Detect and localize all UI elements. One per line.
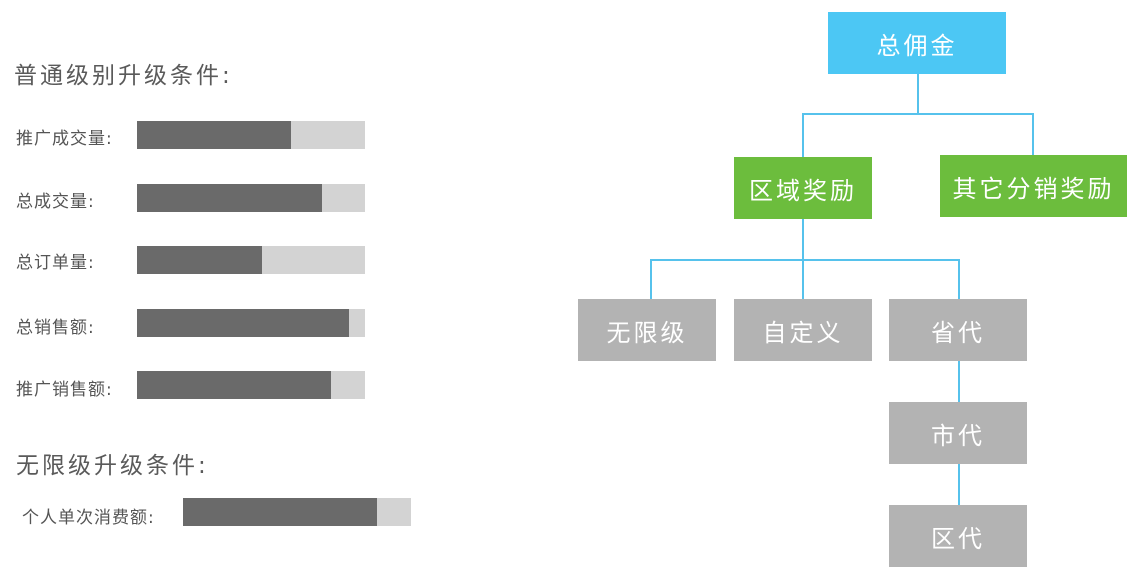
node-district-agent: 区代 [889, 505, 1027, 567]
connector-level1-horizontal [802, 113, 1034, 115]
row-label-total-orders: 总订单量: [16, 253, 95, 273]
progress-bar-promo-volume [137, 121, 365, 149]
progress-fill [137, 371, 331, 399]
connector-level2-horizontal [650, 259, 960, 261]
connector-city-district [958, 464, 960, 505]
progress-fill [183, 498, 377, 526]
progress-bar-total-sales [137, 309, 365, 337]
node-other-distribution-reward: 其它分销奖励 [940, 155, 1127, 217]
row-label-single-spend: 个人单次消费额: [22, 508, 155, 528]
progress-bar-total-volume [137, 184, 365, 212]
connector-root-down [917, 74, 919, 114]
node-regional-reward: 区域奖励 [734, 157, 872, 219]
connector-to-unlimited [650, 259, 652, 299]
unlimited-upgrade-title: 无限级升级条件: [16, 453, 209, 479]
connector-to-regional [802, 113, 804, 158]
node-province-agent: 省代 [889, 299, 1027, 361]
connector-to-other [1032, 113, 1034, 156]
node-city-agent: 市代 [889, 402, 1027, 464]
connector-to-province [958, 259, 960, 299]
normal-upgrade-title: 普通级别升级条件: [14, 63, 233, 89]
progress-fill [137, 309, 350, 337]
progress-bar-promo-sales [137, 371, 365, 399]
row-label-total-sales: 总销售额: [16, 318, 95, 338]
row-label-promo-volume: 推广成交量: [16, 129, 113, 149]
node-total-commission: 总佣金 [828, 12, 1006, 74]
node-unlimited-level: 无限级 [578, 299, 716, 361]
node-custom: 自定义 [734, 299, 872, 361]
progress-bar-total-orders [137, 246, 365, 274]
progress-fill [137, 246, 263, 274]
progress-bar-single-spend [183, 498, 411, 526]
row-label-promo-sales: 推广销售额: [16, 380, 113, 400]
progress-fill [137, 121, 291, 149]
connector-regional-down [802, 219, 804, 260]
connector-province-city [958, 361, 960, 402]
connector-to-custom [802, 259, 804, 299]
row-label-total-volume: 总成交量: [16, 192, 95, 212]
progress-fill [137, 184, 322, 212]
